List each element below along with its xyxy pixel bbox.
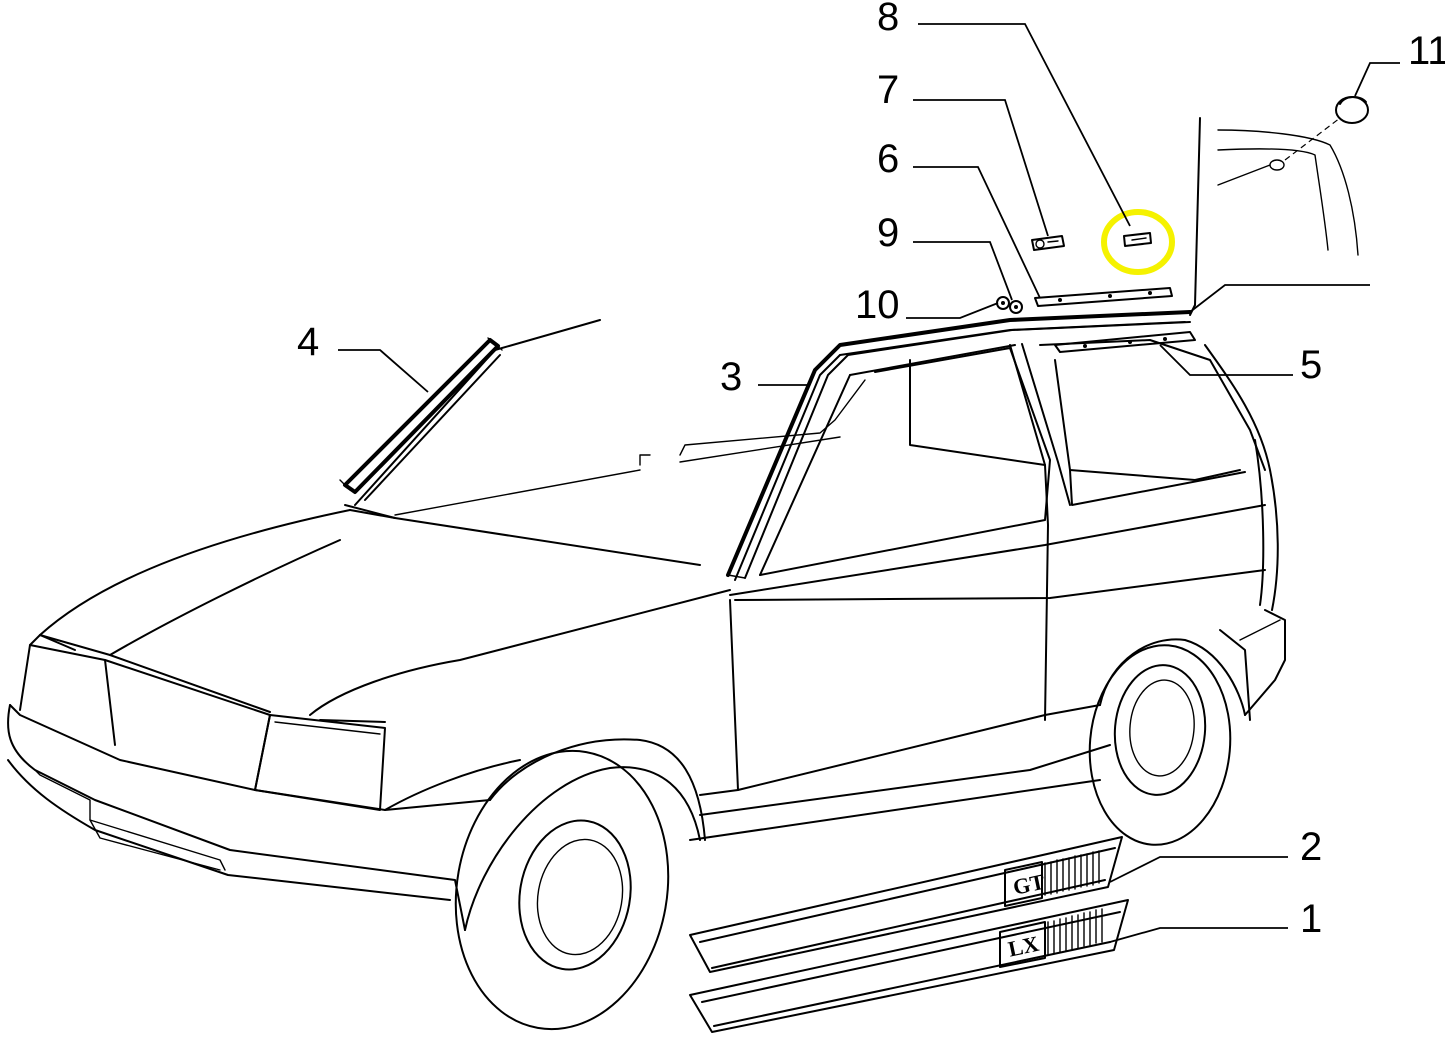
callout-3: 3 bbox=[720, 355, 742, 399]
part-5-rear-roof-trim bbox=[1054, 331, 1196, 353]
callout-2: 2 bbox=[1300, 825, 1322, 869]
part-3-roof-moulding bbox=[726, 310, 1192, 579]
part-8-clip bbox=[1123, 232, 1152, 247]
car-body bbox=[7, 319, 1286, 1031]
part-2-gt-side-strip bbox=[689, 836, 1123, 973]
callout-1: 1 bbox=[1300, 897, 1322, 941]
badge-lx-text: LX bbox=[1006, 931, 1041, 962]
callout-10: 10 bbox=[855, 283, 900, 327]
callout-7: 7 bbox=[877, 68, 899, 112]
callout-4: 4 bbox=[297, 320, 319, 364]
part-1-lx-side-strip bbox=[689, 899, 1129, 1033]
part-9-10-fasteners bbox=[996, 296, 1023, 314]
leader-lines bbox=[338, 23, 1400, 943]
callout-11: 11 bbox=[1408, 29, 1445, 73]
callout-6: 6 bbox=[877, 137, 899, 181]
callout-5: 5 bbox=[1300, 343, 1322, 387]
part-7-clip bbox=[1031, 235, 1065, 251]
part-11-plug-detail bbox=[1189, 96, 1369, 316]
part-6-roof-strip bbox=[1034, 287, 1173, 307]
part-4-windshield-moulding bbox=[339, 337, 503, 494]
callout-9: 9 bbox=[877, 211, 899, 255]
callout-8: 8 bbox=[877, 0, 899, 39]
callout-labels: 8 7 6 9 10 11 4 3 5 2 1 bbox=[297, 0, 1445, 941]
part-8-highlight-circle bbox=[1101, 209, 1175, 275]
